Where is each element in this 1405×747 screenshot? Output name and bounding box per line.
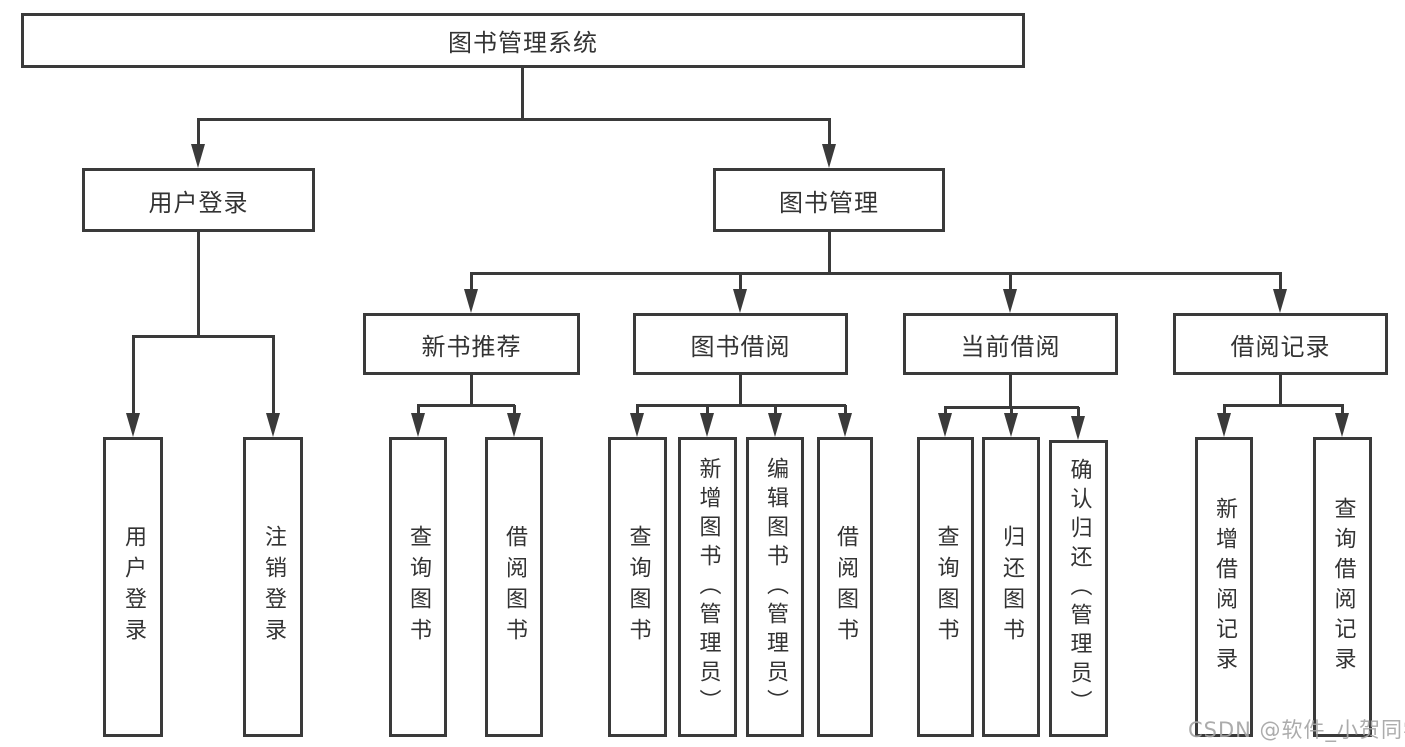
connector-line [1279, 375, 1282, 406]
leaf-label: 用户登录 [121, 525, 146, 649]
leaf-label: 注销登录 [261, 525, 286, 649]
connector-line [706, 405, 709, 415]
connector-line [1009, 273, 1012, 291]
leaf-query-books-1: 查询图书 [389, 437, 447, 737]
connector-line [513, 405, 516, 415]
leaf-label: 查询借阅记录 [1330, 497, 1356, 677]
connector-line [828, 119, 831, 147]
leaf-edit-books-admin: 编辑图书（管理员） [746, 437, 804, 737]
connector-line [470, 272, 1282, 275]
connector-line [470, 375, 473, 406]
csdn-watermark: CSDN @软件_小贺同学 [1188, 718, 1405, 742]
arrow-down-icon [768, 413, 782, 437]
connector-line [844, 405, 847, 415]
node-root-label: 图书管理系统 [448, 29, 598, 57]
node-current-borrow: 当前借阅 [903, 313, 1118, 375]
arrow-down-icon [630, 413, 644, 437]
arrow-down-icon [1273, 289, 1287, 313]
leaf-label: 编辑图书（管理员） [763, 456, 788, 718]
node-borrow-records-label: 借阅记录 [1230, 332, 1331, 361]
connector-line [1279, 273, 1282, 291]
connector-line [1009, 375, 1012, 408]
connector-line [197, 118, 831, 121]
arrow-down-icon [838, 413, 852, 437]
connector-line [197, 119, 200, 147]
arrow-down-icon [266, 413, 280, 437]
node-user-login-label: 用户登录 [148, 188, 249, 217]
leaf-confirm-return-admin: 确认归还（管理员） [1049, 440, 1108, 737]
connector-line [272, 336, 275, 416]
node-borrow-records: 借阅记录 [1173, 313, 1388, 375]
connector-line [636, 404, 846, 407]
leaf-user-login: 用户登录 [103, 437, 163, 737]
node-new-book-recommend: 新书推荐 [363, 313, 580, 375]
node-book-management: 图书管理 [713, 168, 945, 232]
connector-line [636, 405, 639, 415]
leaf-label: 查询图书 [625, 525, 651, 649]
arrow-down-icon [1335, 413, 1349, 437]
node-current-borrow-label: 当前借阅 [960, 332, 1061, 361]
arrow-down-icon [411, 413, 425, 437]
leaf-logout: 注销登录 [243, 437, 303, 737]
leaf-query-books-3: 查询图书 [917, 437, 974, 737]
arrow-down-icon [733, 289, 747, 313]
arrow-down-icon [1217, 413, 1231, 437]
node-user-login: 用户登录 [82, 168, 315, 232]
node-book-borrow-label: 图书借阅 [690, 332, 791, 361]
leaf-add-borrow-record: 新增借阅记录 [1195, 437, 1253, 737]
leaf-query-books-2: 查询图书 [608, 437, 667, 737]
arrow-down-icon [822, 144, 836, 168]
node-book-management-label: 图书管理 [779, 188, 879, 217]
connector-line [197, 232, 200, 337]
connector-line [1223, 405, 1226, 415]
connector-line [132, 335, 275, 338]
arrow-down-icon [1004, 413, 1018, 437]
leaf-label: 归还图书 [999, 525, 1024, 649]
arrow-down-icon [126, 413, 140, 437]
arrow-down-icon [1003, 289, 1017, 313]
connector-line [470, 273, 473, 291]
node-root: 图书管理系统 [21, 13, 1025, 68]
leaf-add-books-admin: 新增图书（管理员） [678, 437, 737, 737]
leaf-label: 借阅图书 [833, 525, 858, 649]
leaf-label: 查询图书 [933, 525, 959, 649]
arrow-down-icon [464, 289, 478, 313]
leaf-borrow-books-2: 借阅图书 [817, 437, 873, 737]
connector-line [1223, 404, 1344, 407]
leaf-label: 借阅图书 [502, 525, 527, 649]
arrow-down-icon [191, 144, 205, 168]
connector-line [132, 336, 135, 416]
connector-line [1010, 407, 1013, 417]
arrow-down-icon [938, 413, 952, 437]
leaf-label: 确认归还（管理员） [1066, 458, 1092, 719]
arrow-down-icon [507, 413, 521, 437]
connector-line [828, 232, 831, 274]
connector-line [417, 404, 515, 407]
leaf-query-borrow-record: 查询借阅记录 [1313, 437, 1372, 737]
leaf-label: 新增图书（管理员） [695, 456, 721, 718]
connector-line [739, 273, 742, 291]
leaf-return-books: 归还图书 [982, 437, 1040, 737]
connector-line [521, 68, 524, 120]
arrow-down-icon [1071, 416, 1085, 440]
node-new-book-recommend-label: 新书推荐 [421, 332, 522, 361]
leaf-label: 新增借阅记录 [1212, 497, 1237, 677]
connector-line [1341, 405, 1344, 415]
leaf-label: 查询图书 [406, 525, 431, 649]
connector-line [417, 405, 420, 415]
node-book-borrow: 图书借阅 [633, 313, 848, 375]
connector-line [1077, 407, 1080, 419]
leaf-borrow-books-1: 借阅图书 [485, 437, 543, 737]
arrow-down-icon [700, 413, 714, 437]
connector-line [944, 407, 947, 417]
connector-line [739, 375, 742, 406]
connector-line [774, 405, 777, 415]
